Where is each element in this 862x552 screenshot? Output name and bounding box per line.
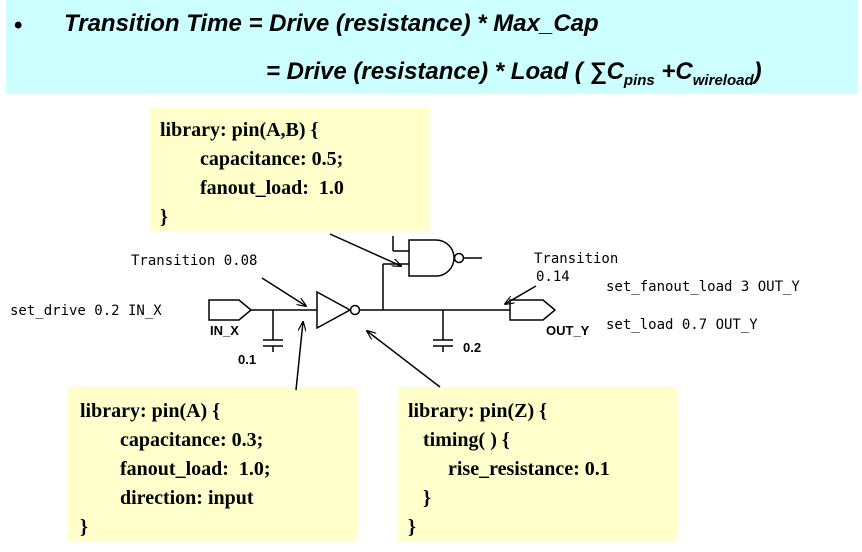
output-cap-value: 0.2 [463,340,482,355]
arrow-pin-z [367,331,441,388]
arrow-pin-a [295,322,303,391]
bullet-point: • [14,12,23,39]
equation-line-2: = Drive (resistance) * Load ( ∑Cpins +Cw… [266,58,762,89]
code-line: capacitance: 0.3; [80,429,264,451]
code-line: fanout_load: 1.0; [80,458,271,480]
equation-banner [6,0,858,94]
code-line: library: pin(A) { [80,400,221,422]
nand-gate [408,239,455,277]
code-line: library: pin(Z) { [408,400,547,422]
inverter-bubble [349,304,361,316]
equation-line-2-prefix: = Drive (resistance) * Load ( [266,58,590,85]
input-cap-value: 0.1 [238,352,257,367]
equation-line-1: Transition Time = Drive (resistance) * M… [64,10,599,37]
code-line: timing( ) { [408,429,510,451]
close-paren: ) [753,58,762,85]
inverter-gate [316,290,352,330]
code-line: rise_resistance: 0.1 [408,458,610,480]
code-line: } [160,206,168,228]
code-line: } [408,487,431,509]
set-drive-label: set_drive 0.2 IN_X [10,303,162,319]
sigma-symbol: ∑ [589,58,607,85]
sub-pins: pins [623,71,655,89]
code-line: } [408,516,416,538]
in-port-label: IN_X [210,323,239,338]
out-port-shape [509,299,557,321]
arrow-transition-in [261,277,306,306]
code-line: library: pin(A,B) { [160,119,319,141]
transition-out-label: Transition [534,251,619,267]
out-port-label: OUT_Y [546,323,590,338]
transition-in-label: Transition 0.08 [131,253,258,269]
code-line: capacitance: 0.5; [160,148,344,170]
library-box-pin-a: library: pin(A) { capacitance: 0.3; fano… [68,387,358,541]
arrow-transition-out [505,285,537,304]
code-line: direction: input [80,487,254,509]
set-load-label: set_load 0.7 OUT_Y [606,317,758,333]
library-box-pin-ab: library: pin(A,B) { capacitance: 0.5; fa… [150,108,430,231]
code-line: fanout_load: 1.0 [160,177,344,199]
plus-c: +C [654,58,693,85]
nand-bubble [453,252,465,264]
transition-out-value: 0.14 [536,269,570,285]
library-box-pin-z: library: pin(Z) { timing( ) { rise_resis… [398,387,678,541]
in-port-shape [208,299,253,321]
set-fanout-load-label: set_fanout_load 3 OUT_Y [606,279,800,295]
arrow-pin-ab [329,233,401,266]
sub-wireload: wireload [692,71,754,89]
code-line: } [80,516,88,538]
cap-c: C [606,58,624,85]
